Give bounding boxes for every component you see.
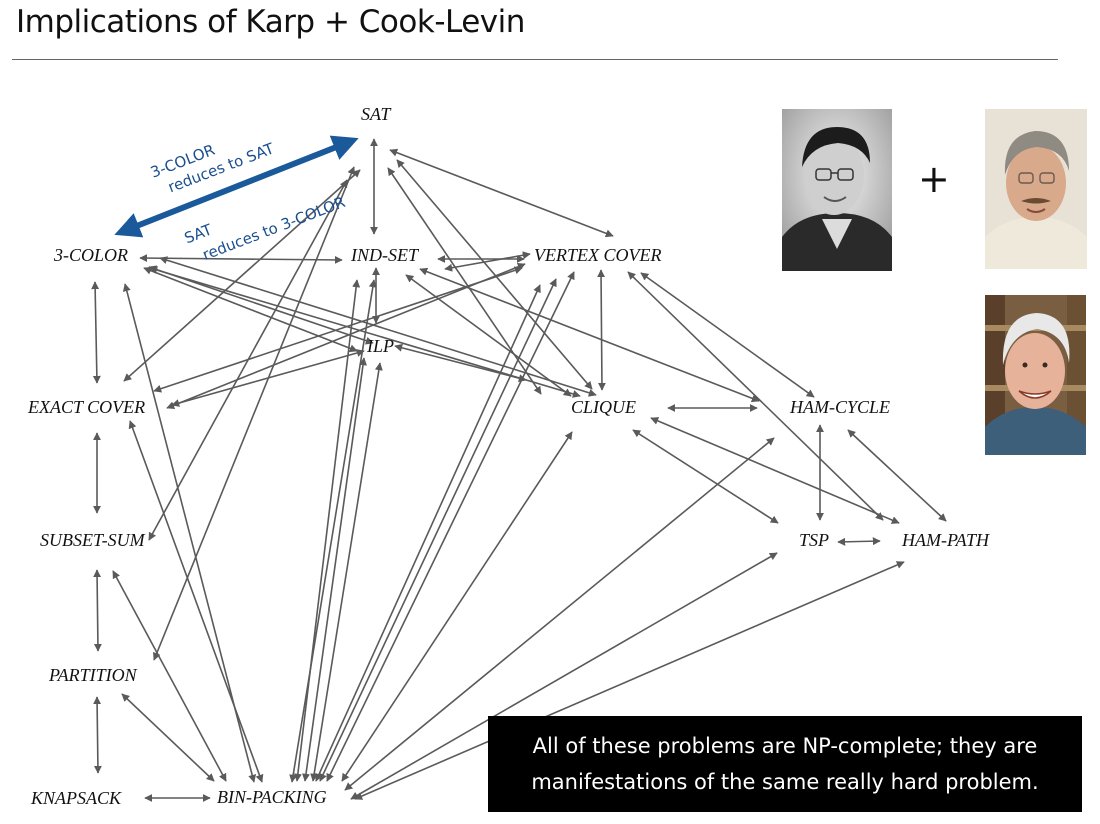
node-ham-path: HAM-PATH — [901, 530, 990, 550]
reduction-edge — [93, 696, 102, 774]
reduction-edge — [302, 357, 367, 782]
node-exact-cover: EXACT COVER — [27, 397, 145, 417]
node-knapsack: KNAPSACK — [30, 788, 122, 808]
portrait-cook — [985, 295, 1086, 455]
reduction-edge — [394, 343, 527, 383]
node-tsp: TSP — [799, 530, 829, 550]
node-ham-cycle: HAM-CYCLE — [789, 397, 890, 417]
reduction-edge — [315, 284, 541, 782]
node-clique: CLIQUE — [571, 397, 636, 417]
reduction-edge — [171, 349, 365, 407]
slide-title: Implications of Karp + Cook-Levin — [16, 4, 525, 40]
node-partition: PARTITION — [48, 665, 138, 685]
reduction-edge — [640, 272, 815, 398]
annotation-line: reduces to 3-COLOR — [200, 193, 348, 264]
reduction-edge — [293, 279, 361, 782]
reduction-edge — [632, 429, 779, 524]
node-ind-set: IND-SET — [350, 245, 420, 265]
plus-sign: + — [918, 157, 950, 201]
reduction-edge — [326, 271, 575, 782]
reduction-edge — [650, 417, 900, 524]
reduction-edge — [122, 283, 257, 783]
reduction-edge — [310, 362, 383, 782]
reduction-edge — [837, 537, 881, 546]
reduction-edge — [93, 569, 102, 652]
node-vertex-cover: VERTEX COVER — [534, 245, 661, 265]
node-3-color: 3-COLOR — [53, 245, 128, 265]
reduction-edge — [597, 269, 606, 391]
portrait-levin — [985, 109, 1087, 269]
node-sat: SAT — [361, 104, 392, 124]
reduction-edge — [419, 267, 760, 403]
reduction-annotation-upper: 3-COLOR reduces to SAT — [148, 139, 277, 196]
reduction-edge — [627, 271, 884, 521]
edge-group — [91, 138, 947, 802]
reduction-edge — [121, 693, 215, 782]
np-complete-callout: All of these problems are NP-complete; t… — [488, 716, 1082, 812]
reduction-edge — [354, 561, 905, 800]
node-ilp: ILP — [366, 336, 394, 356]
reduction-arrow — [114, 135, 359, 238]
reduction-edge — [139, 254, 343, 264]
node-bin-packing: BIN-PACKING — [217, 787, 327, 807]
title-divider — [12, 59, 1058, 60]
reduction-edge — [389, 148, 614, 238]
reduction-edge — [128, 420, 264, 783]
reduction-annotation-lower: SAT reduces to 3-COLOR — [182, 193, 348, 264]
reduction-edge — [91, 281, 101, 384]
reduction-edge — [289, 279, 377, 783]
portrait-karp — [782, 109, 892, 271]
callout-line: All of these problems are NP-complete; t… — [532, 734, 1038, 758]
callout-line: manifestations of the same really hard p… — [531, 770, 1039, 794]
node-subset-sum: SUBSET-SUM — [40, 530, 146, 550]
